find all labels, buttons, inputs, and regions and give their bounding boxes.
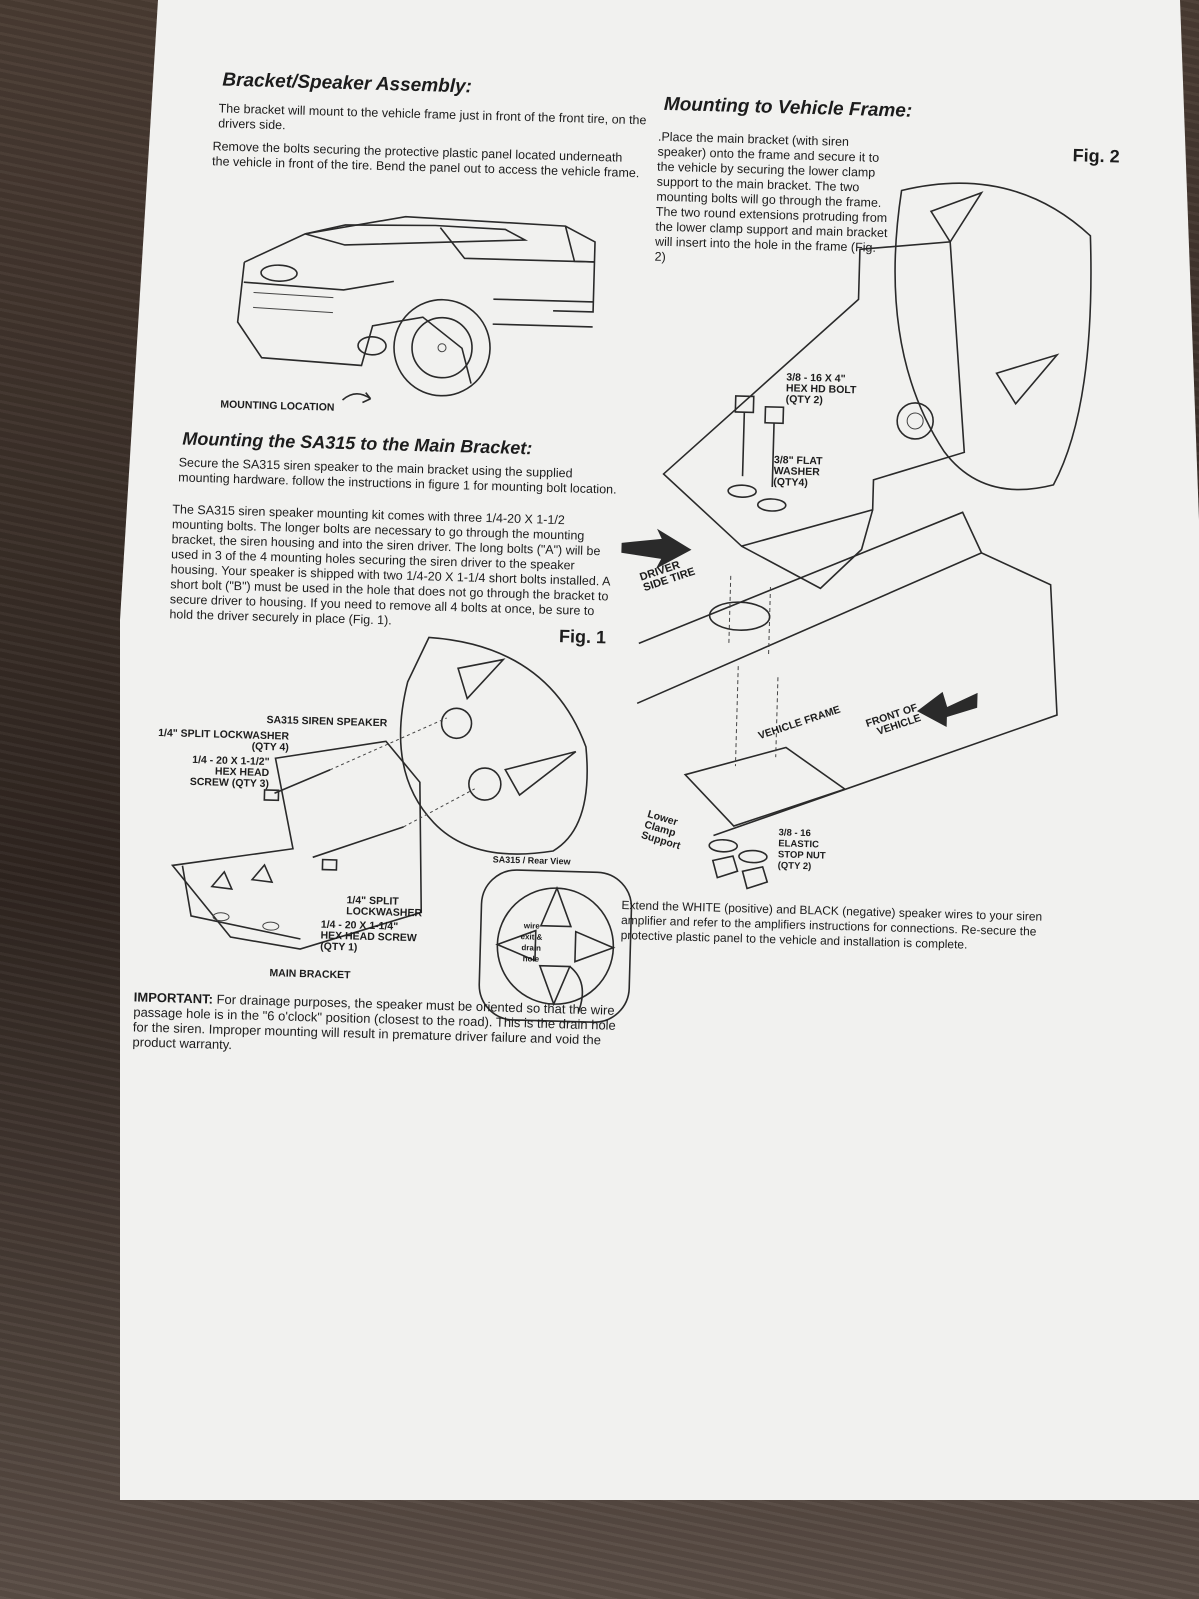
wire-exit-label: wire exit & drain hole <box>520 921 543 964</box>
flat-washer-label: 3/8" FLAT WASHER (QTY4) <box>773 454 823 489</box>
instruction-sheet <box>120 0 1199 1500</box>
hex-bolt-label: 3/8 - 16 X 4" HEX HD BOLT (QTY 2) <box>785 371 857 407</box>
vehicle-frame-title: Mounting to Vehicle Frame: <box>663 93 913 122</box>
mounting-sa315-para1: Secure the SA315 siren speaker to the ma… <box>178 455 617 497</box>
main-bracket-label: MAIN BRACKET <box>269 967 351 982</box>
vehicle-illustration <box>236 215 596 397</box>
mounting-sa315-title: Mounting the SA315 to the Main Bracket: <box>182 428 533 459</box>
rear-view-label: SA315 / Rear View <box>492 854 571 867</box>
bracket-assembly-para1: The bracket will mount to the vehicle fr… <box>217 101 647 133</box>
split-lockwasher-label: 1/4" SPLIT LOCKWASHER <box>346 894 423 920</box>
mounting-location-arrow-icon <box>341 392 372 404</box>
fig1-exploded-diagram <box>170 636 633 1024</box>
fig2-exploded-diagram <box>621 182 1092 890</box>
fig1-label: Fig. 1 <box>558 626 607 648</box>
important-note: IMPORTANT: For drainage purposes, the sp… <box>132 989 623 1063</box>
hex-head-screw-qty1-label: 1/4 - 20 X 1-1/4" HEX HEAD SCREW (QTY 1) <box>320 918 417 954</box>
hex-head-screw-qty3-label: 1/4 - 20 X 1-1/2" HEX HEAD SCREW (QTY 3) <box>189 753 270 791</box>
elastic-stop-nut-label: 3/8 - 16 ELASTIC STOP NUT (QTY 2) <box>777 827 826 873</box>
extend-wires-text: Extend the WHITE (positive) and BLACK (n… <box>620 897 1043 952</box>
bracket-assembly-para2: Remove the bolts securing the protective… <box>211 139 640 181</box>
mounting-sa315-para2: The SA315 siren speaker mounting kit com… <box>169 502 610 628</box>
instruction-content: Bracket/Speaker Assembly: The bracket wi… <box>95 0 1199 1519</box>
split-lockwasher-qty4-label: 1/4" SPLIT LOCKWASHER (QTY 4) <box>157 726 290 754</box>
bracket-assembly-title: Bracket/Speaker Assembly: <box>222 69 473 98</box>
